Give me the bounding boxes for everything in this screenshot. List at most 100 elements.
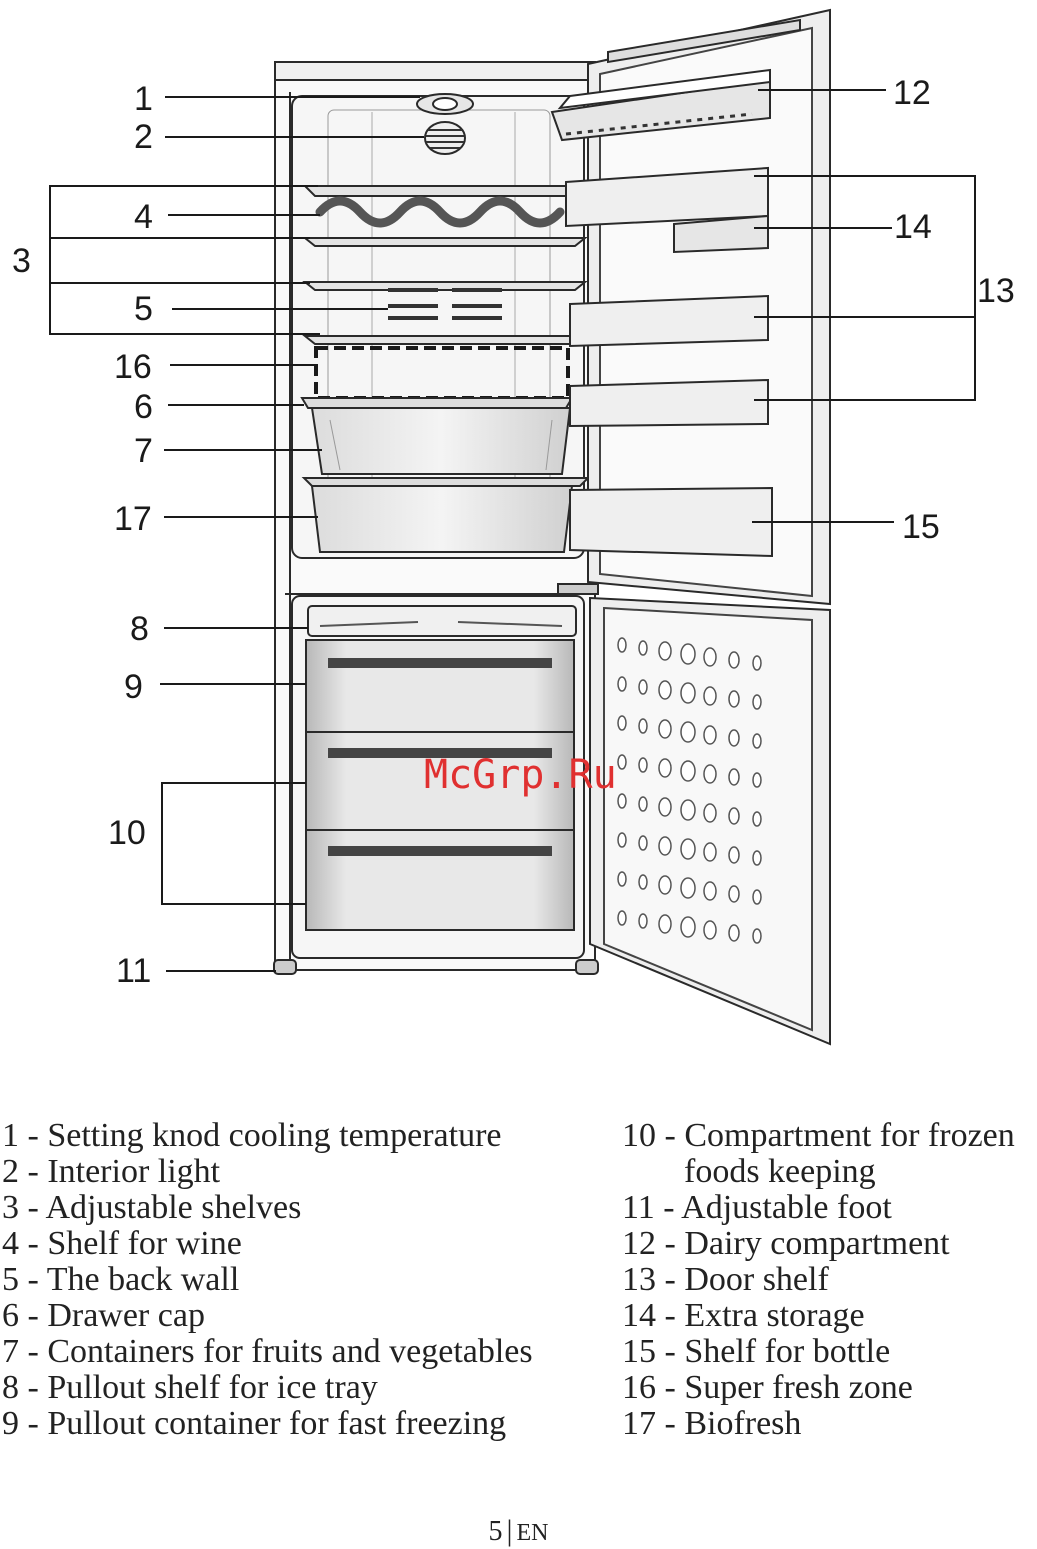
dimple (728, 651, 740, 669)
dimple (728, 768, 740, 786)
dimple (658, 641, 672, 661)
fast-freezing-container (305, 639, 575, 733)
dimple (638, 757, 648, 773)
dimple (752, 655, 762, 671)
legend-item-14: 14 - Extra storage (622, 1297, 865, 1334)
callout-16: 16 (114, 348, 152, 386)
callout-11: 11 (116, 952, 151, 990)
back-wall-vents (388, 288, 502, 320)
dimple (680, 682, 696, 704)
callout-17: 17 (114, 500, 152, 538)
dimple (638, 679, 648, 695)
dimple (680, 838, 696, 860)
legend-item-10: 10 - Compartment for frozen foods keepin… (622, 1118, 1015, 1190)
dimple (728, 807, 740, 825)
biofresh-drawer (301, 477, 591, 553)
dimple (703, 803, 717, 823)
legend-item-4: 4 - Shelf for wine (2, 1225, 242, 1262)
dimple (703, 764, 717, 784)
dimple (752, 889, 762, 905)
callout-2: 2 (134, 118, 153, 156)
dimple (728, 690, 740, 708)
dimple (638, 718, 648, 734)
dimple (680, 721, 696, 743)
adjustable-feet (273, 959, 599, 975)
dimple (638, 835, 648, 851)
legend-item-12: 12 - Dairy compartment (622, 1225, 950, 1262)
legend-item-10-line2: foods keeping (684, 1153, 876, 1190)
callout-12: 12 (893, 74, 931, 112)
dimple (752, 811, 762, 827)
door-shelves (565, 166, 769, 428)
super-fresh-zone (314, 346, 570, 400)
dimple (658, 758, 672, 778)
fruit-vegetable-container (310, 407, 572, 475)
dimple (680, 643, 696, 665)
dimple (617, 793, 627, 809)
dimple (658, 719, 672, 739)
callout-15: 15 (902, 508, 940, 546)
legend-item-7: 7 - Containers for fruits and vegetables (2, 1333, 533, 1370)
dimple (703, 881, 717, 901)
legend-item-13: 13 - Door shelf (622, 1261, 829, 1298)
dimple (617, 910, 627, 926)
dimple (728, 885, 740, 903)
dimple (703, 647, 717, 667)
dimple (617, 754, 627, 770)
dimple (617, 832, 627, 848)
freezer-door-dimples (617, 637, 762, 944)
dimple (703, 842, 717, 862)
dimple (617, 715, 627, 731)
legend-item-17: 17 - Biofresh (622, 1405, 802, 1442)
dimple (752, 694, 762, 710)
dimple (680, 916, 696, 938)
drawer-cap (300, 397, 574, 409)
dimple (617, 676, 627, 692)
legend-item-3: 3 - Adjustable shelves (2, 1189, 302, 1226)
callout-3: 3 (12, 242, 31, 280)
dimple (703, 920, 717, 940)
legend-item-9: 9 - Pullout container for fast freezing (2, 1405, 507, 1442)
refrigerator-diagram: 1 2 3 4 5 16 6 7 17 8 9 10 11 12 13 14 1… (12, 8, 1015, 1046)
dimple (752, 928, 762, 944)
dimple (703, 725, 717, 745)
dimple (617, 871, 627, 887)
footer-separator: | (506, 1514, 513, 1547)
interior-light (424, 121, 466, 155)
dimple (752, 772, 762, 788)
dimple (638, 640, 648, 656)
dimple (728, 924, 740, 942)
callout-9: 9 (124, 668, 143, 706)
callout-10: 10 (108, 814, 146, 852)
legend-item-2: 2 - Interior light (2, 1153, 221, 1190)
leader-lines (49, 89, 976, 972)
callout-13: 13 (977, 272, 1015, 310)
door-hinge (557, 583, 599, 595)
dairy-compartment (550, 68, 771, 142)
bottle-shelf (569, 486, 773, 558)
temperature-knob (416, 93, 474, 115)
adjustable-shelves (302, 185, 588, 345)
dimple (728, 729, 740, 747)
dimple (638, 796, 648, 812)
watermark: McGrp.Ru (424, 752, 617, 798)
callout-4: 4 (134, 198, 153, 236)
language-code: EN (516, 1520, 549, 1546)
dimple (658, 680, 672, 700)
dimple (752, 733, 762, 749)
page-number: 5 (488, 1516, 503, 1547)
callout-8: 8 (130, 610, 149, 648)
legend-item-1: 1 - Setting knod cooling temperature (2, 1117, 502, 1154)
dimple (752, 850, 762, 866)
dimple (638, 874, 648, 890)
dimple (658, 797, 672, 817)
dimple (617, 637, 627, 653)
dimple (658, 875, 672, 895)
callout-5: 5 (134, 290, 153, 328)
legend-item-5: 5 - The back wall (2, 1261, 240, 1298)
frozen-food-compartments (305, 731, 575, 931)
dimple (638, 913, 648, 929)
legend-item-10-line1: 10 - Compartment for frozen (622, 1117, 1015, 1154)
legend-item-11: 11 - Adjustable foot (622, 1189, 892, 1226)
legend-item-8: 8 - Pullout shelf for ice tray (2, 1369, 378, 1406)
